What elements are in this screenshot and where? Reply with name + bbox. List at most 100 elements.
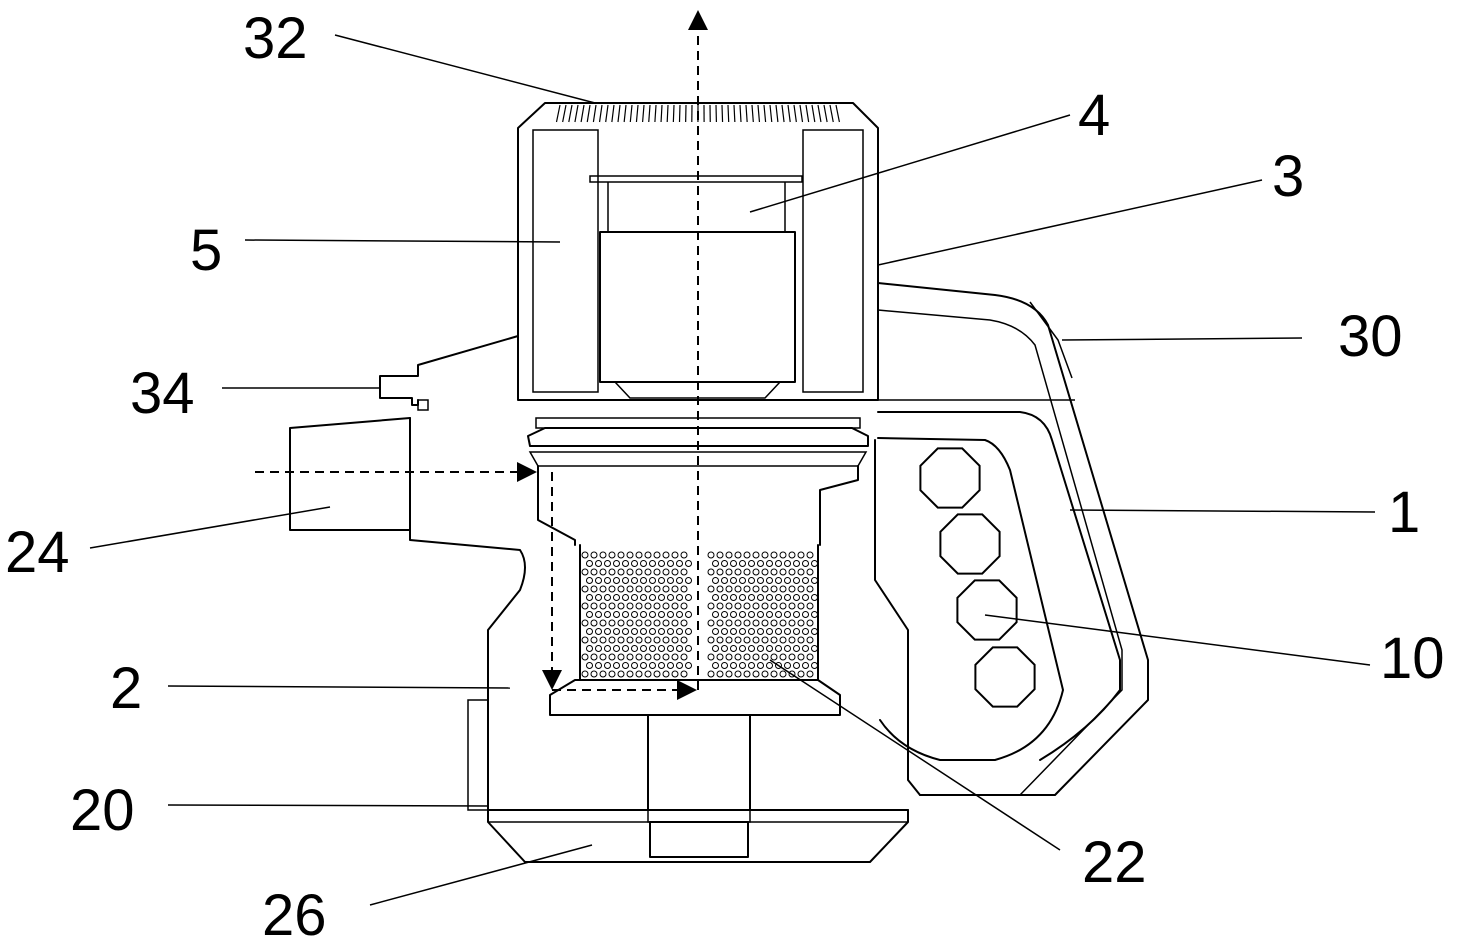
airflow-arrows bbox=[255, 10, 708, 700]
mesh-hole bbox=[685, 594, 692, 601]
mesh-hole bbox=[685, 662, 692, 669]
mesh-hole bbox=[716, 551, 724, 559]
mesh-hole bbox=[775, 560, 782, 567]
mesh-hole bbox=[649, 594, 656, 601]
mesh-hole bbox=[802, 594, 809, 601]
battery-cell bbox=[939, 513, 1001, 575]
mesh-hole bbox=[631, 560, 638, 567]
mesh-hole bbox=[680, 653, 688, 661]
mesh-hole bbox=[581, 653, 589, 661]
mesh-hole bbox=[635, 602, 643, 610]
mesh-hole bbox=[730, 560, 737, 567]
grille-slot bbox=[629, 104, 633, 123]
mesh-hole bbox=[685, 645, 692, 652]
mesh-hole bbox=[635, 670, 643, 678]
mesh-hole bbox=[788, 636, 796, 644]
mesh-hole bbox=[595, 594, 602, 601]
grille-slot bbox=[745, 104, 748, 123]
mesh-hole bbox=[671, 619, 679, 627]
mesh-hole bbox=[644, 568, 652, 576]
mesh-hole bbox=[676, 560, 683, 567]
mesh-hole bbox=[658, 560, 665, 567]
mesh-hole bbox=[806, 602, 814, 610]
mesh-hole bbox=[811, 611, 818, 618]
mesh-hole bbox=[788, 602, 796, 610]
mesh-hole bbox=[640, 560, 647, 567]
mesh-hole bbox=[766, 645, 773, 652]
grille-slot bbox=[811, 104, 816, 123]
grille-slot bbox=[799, 104, 804, 123]
mesh-hole bbox=[779, 602, 787, 610]
mesh-hole bbox=[613, 628, 620, 635]
mesh-hole bbox=[761, 653, 769, 661]
mesh-hole bbox=[680, 568, 688, 576]
mesh-hole bbox=[752, 670, 760, 678]
dust-cup bbox=[527, 417, 869, 716]
mesh-hole bbox=[617, 670, 625, 678]
mesh-hole bbox=[797, 568, 805, 576]
mesh-hole bbox=[802, 577, 809, 584]
label-22: 22 bbox=[1082, 830, 1147, 895]
grille-slot bbox=[721, 104, 724, 123]
mesh-hole bbox=[676, 611, 683, 618]
mesh-hole bbox=[680, 602, 688, 610]
mesh-hole bbox=[599, 653, 607, 661]
grille-slot bbox=[574, 104, 579, 123]
mesh-hole bbox=[725, 636, 733, 644]
mesh-hole bbox=[716, 653, 724, 661]
mesh-hole bbox=[613, 645, 620, 652]
mesh-hole bbox=[730, 662, 737, 669]
mesh-hole bbox=[676, 628, 683, 635]
label-26: 26 bbox=[262, 883, 327, 943]
mesh-hole bbox=[644, 636, 652, 644]
mesh-hole bbox=[752, 568, 760, 576]
grille-slot bbox=[823, 104, 828, 123]
mesh-hole bbox=[680, 619, 688, 627]
mesh-hole bbox=[581, 619, 589, 627]
grille-slot bbox=[611, 104, 615, 123]
mesh-hole bbox=[595, 560, 602, 567]
mesh-hole bbox=[761, 551, 769, 559]
mesh-hole bbox=[617, 636, 625, 644]
mesh-hole bbox=[671, 636, 679, 644]
grille-slot bbox=[781, 104, 785, 123]
mesh-hole bbox=[617, 551, 625, 559]
mesh-hole bbox=[793, 628, 800, 635]
mesh-hole bbox=[766, 611, 773, 618]
grille-slot bbox=[787, 104, 791, 123]
leader-lines bbox=[89, 34, 1376, 906]
mesh-hole bbox=[757, 577, 764, 584]
mesh-hole bbox=[770, 585, 778, 593]
mesh-hole bbox=[626, 653, 634, 661]
mesh-hole bbox=[658, 577, 665, 584]
mesh-hole bbox=[761, 568, 769, 576]
mesh-hole bbox=[743, 585, 751, 593]
container-body bbox=[289, 417, 909, 811]
grille-slot bbox=[757, 104, 761, 123]
mesh-hole bbox=[721, 645, 728, 652]
mesh-hole bbox=[775, 628, 782, 635]
mesh-hole bbox=[604, 560, 611, 567]
label-24: 24 bbox=[5, 520, 70, 585]
mesh-hole bbox=[770, 568, 778, 576]
mesh-hole bbox=[734, 619, 742, 627]
battery-cell bbox=[956, 579, 1018, 641]
mesh-hole bbox=[779, 670, 787, 678]
mesh-hole bbox=[779, 585, 787, 593]
mesh-hole bbox=[604, 645, 611, 652]
mesh-hole bbox=[653, 653, 661, 661]
mesh-hole bbox=[770, 670, 778, 678]
grille-slot bbox=[751, 104, 754, 123]
mesh-hole bbox=[748, 560, 755, 567]
mesh-hole bbox=[581, 585, 589, 593]
mesh-hole bbox=[653, 670, 661, 678]
mesh-hole bbox=[779, 551, 787, 559]
mesh-hole bbox=[622, 611, 629, 618]
mesh-hole bbox=[784, 662, 791, 669]
mesh-hole bbox=[734, 636, 742, 644]
mesh-hole bbox=[811, 577, 818, 584]
mesh-hole bbox=[775, 611, 782, 618]
mesh-hole bbox=[626, 602, 634, 610]
mesh-hole bbox=[707, 568, 715, 576]
mesh-hole bbox=[586, 560, 593, 567]
